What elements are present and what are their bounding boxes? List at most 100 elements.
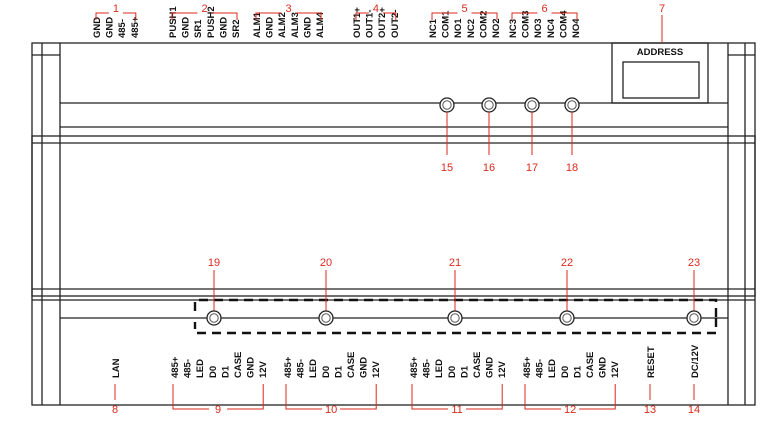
callout-bracket-11 (411, 384, 503, 410)
terminal-label-3-4: ALM3 (290, 12, 301, 38)
port-label-12-5: D1 (572, 365, 583, 378)
callout-number-10: 10 (325, 404, 337, 416)
callout-number-19: 19 (208, 257, 220, 269)
callout-bracket-3 (255, 12, 322, 20)
relay-led-16-lens (484, 100, 494, 110)
terminal-label-3-1: ALM1 (252, 11, 263, 38)
port-label-11-4: D0 (447, 366, 458, 378)
port-label-13: RESET (646, 346, 657, 378)
terminal-label-5-4: NC2 (466, 19, 477, 38)
port-label-11-7: GND (485, 357, 496, 378)
terminal-label-3-2: GND (265, 17, 276, 38)
port-label-11-1: 485+ (409, 356, 420, 378)
terminal-label-6-4: NC4 (546, 18, 557, 38)
terminal-label-3-6: ALM4 (315, 11, 326, 38)
port-label-11-6: CASE (472, 352, 483, 378)
callout-number-1: 1 (113, 3, 119, 15)
port-label-11-8: 12V (497, 360, 508, 378)
callout-number-5: 5 (461, 3, 467, 15)
callout-number-11: 11 (451, 404, 462, 416)
terminal-label-4-2: OUT1- (365, 10, 376, 39)
terminal-label-5-5: COM2 (478, 11, 489, 38)
callout-number-13: 13 (644, 404, 656, 416)
terminal-label-5-3: NO1 (453, 18, 464, 38)
port-label-10-2: 485- (296, 359, 307, 378)
callout-number-9: 9 (215, 404, 221, 416)
port-label-9-3: LED (195, 359, 206, 378)
terminal-label-6-1: NC3 (508, 19, 519, 38)
callout-number-8: 8 (112, 404, 118, 416)
address-switch (622, 61, 700, 99)
port-label-14: DC/12V (690, 344, 701, 378)
terminal-label-4-3: OUT2+ (377, 7, 388, 38)
terminal-label-2-2: GND (181, 17, 192, 38)
port-label-9-5: D1 (220, 365, 231, 378)
callout-bracket-9 (172, 384, 264, 410)
port-label-9-8: 12V (258, 360, 269, 378)
callout-bracket-6 (511, 12, 578, 20)
port-label-10-5: D1 (333, 365, 344, 378)
callout-number-20: 20 (320, 257, 332, 269)
terminal-label-1-2: GND (105, 17, 116, 38)
port-label-12-2: 485- (535, 359, 546, 378)
terminal-label-5-6: NO2 (491, 18, 502, 38)
port-label-12-3: LED (547, 359, 558, 378)
callout-number-16: 16 (483, 162, 495, 174)
port-label-10-8: 12V (371, 360, 382, 378)
terminal-label-3-3: ALM2 (277, 12, 288, 38)
port-label-9-4: D0 (208, 366, 219, 378)
callout-number-2: 2 (201, 3, 207, 15)
terminal-label-6-3: NO3 (533, 18, 544, 38)
terminal-label-2-4: PUSH2 (206, 6, 217, 38)
terminal-label-6-2: COM3 (521, 11, 532, 38)
terminal-label-1-1: GND (92, 17, 103, 38)
port-label-9-7: GND (246, 357, 257, 378)
port-label-9-6: CASE (233, 352, 244, 378)
callout-number-15: 15 (441, 162, 453, 174)
callout-bracket-5 (431, 12, 498, 20)
terminal-label-2-5: GND (218, 17, 229, 38)
port-led-20-lens (321, 313, 331, 323)
relay-led-15-lens (442, 100, 452, 110)
relay-led-18-lens (567, 100, 577, 110)
callout-number-17: 17 (526, 162, 538, 174)
port-label-9-1: 485+ (170, 356, 181, 378)
port-led-19-lens (209, 313, 219, 323)
callout-bracket-2 (171, 12, 238, 20)
port-led-22-lens (562, 313, 572, 323)
callout-number-12: 12 (564, 404, 576, 416)
callout-bracket-10 (285, 384, 377, 410)
callout-number-6: 6 (541, 3, 547, 15)
address-label: ADDRESS (637, 47, 683, 58)
port-label-12-4: D0 (560, 366, 571, 378)
port-label-10-6: CASE (346, 352, 357, 378)
terminal-label-1-3: 485- (117, 19, 128, 38)
terminal-label-4-1: OUT1+ (352, 7, 363, 38)
middle-panel (31, 135, 756, 297)
relay-led-17-lens (527, 100, 537, 110)
callout-number-4: 4 (373, 3, 379, 15)
callout-number-14: 14 (688, 404, 700, 416)
terminal-label-3-5: GND (302, 17, 313, 38)
port-label-12-1: 485+ (522, 356, 533, 378)
terminal-label-5-1: NC1 (428, 18, 439, 38)
callout-number-23: 23 (688, 257, 700, 269)
terminal-label-2-3: SR1 (193, 19, 204, 38)
port-label-12-7: GND (598, 357, 609, 378)
port-label-10-7: GND (359, 357, 370, 378)
callout-number-18: 18 (566, 162, 578, 174)
callout-number-21: 21 (449, 257, 461, 269)
port-label-11-5: D1 (459, 365, 470, 378)
terminal-label-2-1: PUSH1 (168, 6, 179, 38)
callout-number-3: 3 (285, 3, 291, 15)
callout-number-7: 7 (659, 3, 665, 15)
address-window (611, 42, 709, 104)
terminal-label-5-2: COM1 (441, 10, 452, 38)
port-label-12-8: 12V (610, 360, 621, 378)
port-led-23-lens (689, 313, 699, 323)
callout-number-22: 22 (561, 257, 573, 269)
terminal-label-2-6: SR2 (231, 20, 242, 38)
port-label-10-4: D0 (321, 366, 332, 378)
